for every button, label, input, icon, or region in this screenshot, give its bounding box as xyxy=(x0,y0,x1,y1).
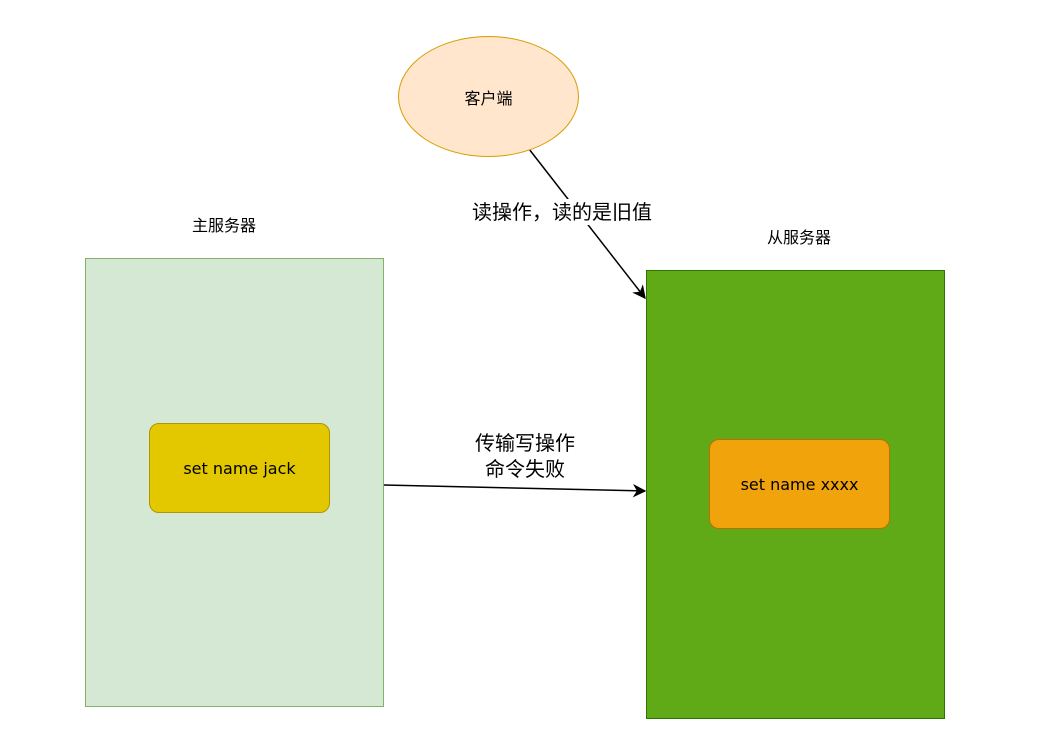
slave-command-box[interactable]: set name xxxx xyxy=(709,439,890,529)
master-server-label: 主服务器 xyxy=(192,216,257,235)
client-node[interactable]: 客户端 xyxy=(398,36,579,157)
slave-command-text: set name xxxx xyxy=(740,474,859,494)
write-edge-label-line2: 命令失败 xyxy=(485,457,565,481)
client-label: 客户端 xyxy=(464,88,513,108)
write-edge-label: 传输写操作 命令失败 xyxy=(465,430,585,482)
write-edge-label-line1: 传输写操作 xyxy=(475,431,575,455)
slave-server-label: 从服务器 xyxy=(767,228,832,247)
replication-arrow[interactable] xyxy=(383,483,647,498)
master-command-box[interactable]: set name jack xyxy=(149,423,330,513)
master-command-text: set name jack xyxy=(183,458,296,478)
read-edge-label: 读操作，读的是旧值 xyxy=(472,199,652,225)
